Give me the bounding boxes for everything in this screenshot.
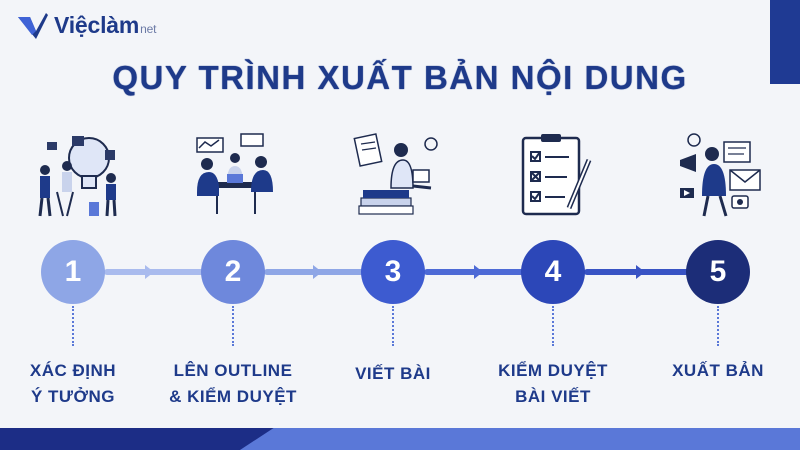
arrow-1-2-icon <box>145 265 154 279</box>
checklist-illustration <box>507 130 603 220</box>
brand-name-text: Việclàm <box>54 12 140 38</box>
step-4-label-line1: KIỂM DUYỆT <box>498 361 608 380</box>
step-2-number: 2 <box>224 255 242 288</box>
meeting-illustration <box>187 130 283 220</box>
step-1-label-line2: Ý TƯỞNG <box>30 387 116 406</box>
step-1-label-line1: XÁC ĐỊNH <box>29 361 117 380</box>
logo-mark-icon <box>18 12 48 39</box>
brand-logo: Việclàmnet <box>18 12 156 39</box>
checklist-icon <box>521 134 592 216</box>
page-title: QUY TRÌNH XUẤT BẢN NỘI DUNG <box>112 59 688 96</box>
step-2-stem <box>232 306 234 346</box>
publishing-illustration <box>672 130 768 220</box>
step-3-label: VIẾT BÀI <box>308 361 478 387</box>
connector-1-2 <box>104 269 204 275</box>
step-4-label-line2: BÀI VIẾT <box>515 387 591 406</box>
arrow-4-5-icon <box>636 265 645 279</box>
step-1-stem <box>72 306 74 346</box>
brainstorm-icon <box>38 136 117 217</box>
step-2-label-line1: LÊN OUTLINE <box>173 361 293 380</box>
step-3-label-line1: VIẾT BÀI <box>355 364 431 383</box>
step-5-label: XUẤT BẢN <box>633 358 800 384</box>
corner-decoration-gap <box>762 0 770 84</box>
step-4-stem <box>552 306 554 346</box>
step-2-label-line2: & KIỂM DUYỆT <box>169 387 297 406</box>
corner-decoration <box>770 0 800 84</box>
writer-icon <box>353 133 438 215</box>
bottom-band-accent <box>240 428 800 450</box>
arrow-3-4-icon <box>474 265 483 279</box>
brand-name: Việclàmnet <box>54 12 156 39</box>
step-5-label-line1: XUẤT BẢN <box>672 361 764 380</box>
step-5-circle: 5 <box>686 240 750 304</box>
step-5-number: 5 <box>709 255 727 288</box>
step-3-circle: 3 <box>361 240 425 304</box>
publishing-icon <box>680 133 761 217</box>
writer-illustration <box>347 130 443 220</box>
step-1-label: XÁC ĐỊNH Ý TƯỞNG <box>0 358 158 410</box>
step-4-label: KIỂM DUYỆT BÀI VIẾT <box>468 358 638 410</box>
arrow-2-3-icon <box>313 265 322 279</box>
meeting-icon <box>196 133 273 214</box>
step-4-number: 4 <box>544 255 562 288</box>
step-1-number: 1 <box>64 255 82 288</box>
brand-suffix: net <box>140 22 157 36</box>
step-3-stem <box>392 306 394 346</box>
step-4-circle: 4 <box>521 240 585 304</box>
brainstorm-illustration <box>27 130 123 220</box>
step-3-number: 3 <box>384 255 402 288</box>
step-5-stem <box>717 306 719 346</box>
step-1-circle: 1 <box>41 240 105 304</box>
step-2-circle: 2 <box>201 240 265 304</box>
step-2-label: LÊN OUTLINE & KIỂM DUYỆT <box>148 358 318 410</box>
